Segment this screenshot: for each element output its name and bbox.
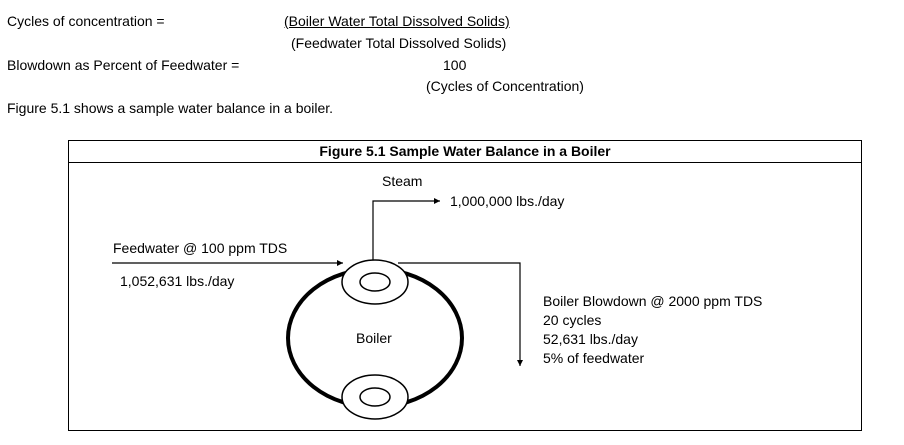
blowdown-formula-label: Blowdown as Percent of Feedwater = (7, 57, 240, 73)
feedwater-label: Feedwater @ 100 ppm TDS (113, 240, 288, 256)
steam-drum-inner (359, 272, 391, 292)
blowdown-formula-denominator: (Cycles of Concentration) (426, 78, 584, 94)
figure-frame: Figure 5.1 Sample Water Balance in a Boi… (68, 140, 862, 431)
blowdown-line2: 20 cycles (543, 312, 602, 328)
blowdown-line4: 5% of feedwater (543, 350, 645, 366)
mud-drum (341, 374, 409, 420)
cycles-formula-denominator: (Feedwater Total Dissolved Solids) (291, 35, 507, 51)
boiler-label: Boiler (356, 330, 392, 346)
blowdown-line1: Boiler Blowdown @ 2000 ppm TDS (543, 293, 763, 309)
blowdown-line3: 52,631 lbs./day (543, 331, 638, 347)
steam-flow-label: 1,000,000 lbs./day (450, 193, 565, 209)
steam-drum (341, 259, 409, 305)
blowdown-formula-numerator: 100 (443, 57, 467, 73)
blowdown-line (398, 262, 523, 366)
intro-text: Figure 5.1 shows a sample water balance … (7, 100, 334, 116)
steam-label: Steam (382, 173, 423, 189)
steam-line (372, 198, 440, 260)
feedwater-flow-label: 1,052,631 lbs./day (120, 273, 235, 289)
mud-drum-inner (359, 387, 391, 407)
cycles-formula-numerator: (Boiler Water Total Dissolved Solids) (284, 13, 510, 29)
cycles-formula-label: Cycles of concentration = (7, 13, 165, 29)
figure-title: Figure 5.1 Sample Water Balance in a Boi… (69, 141, 861, 163)
